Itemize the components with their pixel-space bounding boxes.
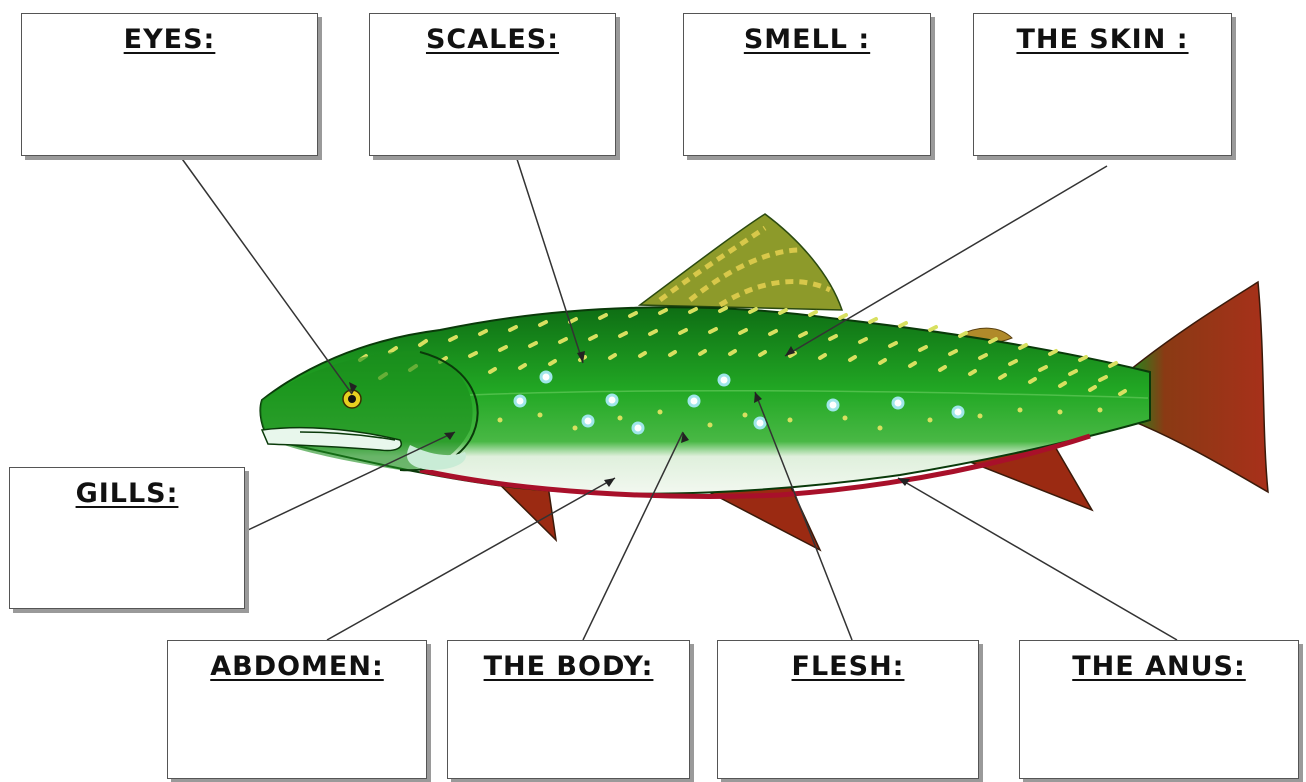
label-flesh: FLESH: [718,651,978,682]
label-box-gills[interactable]: GILLS: [9,467,245,609]
label-box-scales[interactable]: SCALES: [369,13,616,156]
label-box-abdomen[interactable]: ABDOMEN: [167,640,427,779]
label-body: THE BODY: [448,651,689,682]
label-box-body[interactable]: THE BODY: [447,640,690,779]
label-abdomen: ABDOMEN: [168,651,426,682]
label-box-flesh[interactable]: FLESH: [717,640,979,779]
label-eyes: EYES: [22,24,317,55]
label-box-skin[interactable]: THE SKIN : [973,13,1232,156]
label-smell: SMELL : [684,24,930,55]
label-skin: THE SKIN : [974,24,1231,55]
label-box-anus[interactable]: THE ANUS: [1019,640,1299,779]
label-scales: SCALES: [370,24,615,55]
label-gills: GILLS: [10,478,244,509]
label-anus: THE ANUS: [1020,651,1298,682]
label-box-smell[interactable]: SMELL : [683,13,931,156]
dorsal-fin [640,214,842,310]
fish-head [260,350,472,470]
label-box-eyes[interactable]: EYES: [21,13,318,156]
